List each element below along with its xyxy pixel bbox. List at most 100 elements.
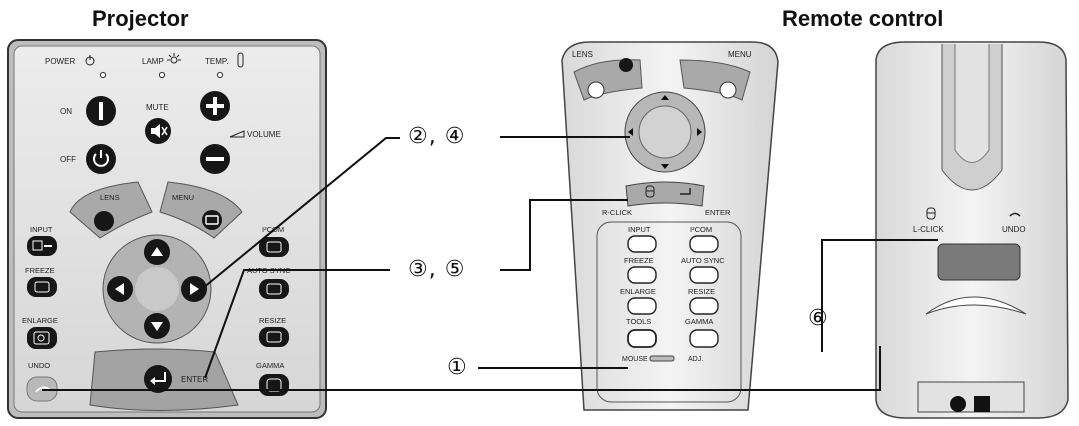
- undo-label: UNDO: [28, 361, 50, 370]
- power-led: [99, 71, 107, 79]
- remote-enlarge-label: ENLARGE: [620, 287, 656, 296]
- volume-down-button[interactable]: [200, 144, 230, 174]
- lens-button[interactable]: [94, 211, 114, 231]
- remote-gamma-button[interactable]: [689, 329, 719, 348]
- leader-line-3-5-remote: [500, 199, 628, 271]
- enlarge-button[interactable]: [27, 327, 57, 349]
- remote-freeze-label: FREEZE: [624, 256, 654, 265]
- remote-resize-button[interactable]: [689, 297, 719, 315]
- lamp-indicator-label: LAMP: [142, 57, 164, 66]
- arrow-up-icon: [151, 247, 163, 256]
- remote-arrow-down-icon: [661, 164, 669, 169]
- remote-ircom-button[interactable]: [689, 235, 719, 253]
- back-undo-label: UNDO: [1002, 225, 1026, 234]
- resize-label: RESIZE: [259, 316, 286, 325]
- gamma-button[interactable]: [259, 374, 289, 396]
- resize-button[interactable]: [259, 327, 289, 347]
- remote-enter-icon: [680, 188, 691, 195]
- leader-line-6: [821, 239, 938, 352]
- remote-arrow-right-icon: [697, 128, 702, 136]
- leader-line-2-4-projector: [202, 137, 400, 289]
- input-label: INPUT: [30, 225, 53, 234]
- remote-jack-round: [950, 396, 966, 412]
- mute-button[interactable]: [145, 118, 171, 144]
- remote-mouse-adj-switch[interactable]: [649, 355, 675, 362]
- remote-input-button[interactable]: [627, 235, 657, 253]
- mute-icon: [151, 124, 168, 138]
- volume-label: VOLUME: [247, 130, 281, 139]
- remote-gamma-label: GAMMA: [685, 317, 713, 326]
- back-mouse-icon: [926, 207, 936, 220]
- power-on-button[interactable]: [86, 96, 116, 126]
- remote-adj-label: ADJ.: [688, 356, 703, 363]
- lamp-icon: [167, 53, 181, 64]
- remote-dpad[interactable]: [624, 91, 706, 173]
- enlarge-label: ENLARGE: [22, 316, 58, 325]
- remote-back: L-CLICK UNDO: [875, 41, 1069, 419]
- remote-input-label: INPUT: [628, 225, 651, 234]
- enter-label: ENTER: [181, 375, 208, 384]
- remote-lens-button[interactable]: [587, 81, 605, 99]
- lclick-label: L-CLICK: [913, 225, 944, 234]
- leader-line-undo: [42, 346, 881, 391]
- remote-resize-label: RESIZE: [688, 287, 715, 296]
- enter-icon: [153, 372, 166, 382]
- power-indicator-label: POWER: [45, 57, 75, 66]
- menu-pad[interactable]: [159, 181, 243, 239]
- enter-button[interactable]: [144, 365, 172, 393]
- remote-arrow-left-icon: [628, 128, 633, 136]
- off-label: OFF: [60, 155, 76, 164]
- callout-6: ⑥: [808, 306, 829, 331]
- mouse-icon: [645, 185, 655, 198]
- remote-autosync-button[interactable]: [689, 266, 719, 284]
- projector-heading: Projector: [92, 6, 189, 31]
- remote-tools-button[interactable]: [627, 329, 657, 348]
- remote-menu-label: MENU: [728, 50, 752, 59]
- autosync-button[interactable]: [259, 279, 289, 299]
- remote-lens-label: LENS: [572, 50, 593, 59]
- gamma-label: GAMMA: [256, 361, 284, 370]
- remote-click-bar[interactable]: [625, 181, 705, 207]
- freeze-button[interactable]: [27, 277, 57, 297]
- leader-lines: [42, 136, 938, 391]
- temp-led: [216, 71, 224, 79]
- remote-autosync-label: AUTO SYNC: [681, 256, 725, 265]
- menu-button[interactable]: [202, 210, 222, 230]
- ircom-button[interactable]: [259, 237, 289, 257]
- callout-2-4: ②, ④: [408, 124, 466, 149]
- freeze-label: FREEZE: [25, 266, 55, 275]
- callout-3-5: ③, ⑤: [408, 257, 466, 282]
- remote-arrow-up-icon: [661, 95, 669, 100]
- remote-enter-label: ENTER: [705, 208, 731, 217]
- remote-front: LENS MENU R-CLICK ENTER INPUT I²COM FREE…: [561, 41, 779, 411]
- power-off-button[interactable]: [86, 144, 116, 174]
- leader-line-3-5-projector: [204, 269, 390, 379]
- projector-panel: POWER LAMP TEMP. ON MUTE: [7, 39, 327, 419]
- remote-jack-square: [974, 396, 990, 412]
- lamp-led: [158, 71, 166, 79]
- menu-label: MENU: [172, 193, 194, 202]
- input-button[interactable]: [27, 236, 57, 256]
- remote-mouse-label: MOUSE: [622, 356, 648, 363]
- remote-enlarge-button[interactable]: [627, 297, 657, 315]
- rclick-label: R-CLICK: [602, 208, 632, 217]
- projector-dpad[interactable]: [102, 234, 212, 344]
- lens-pad[interactable]: [69, 181, 153, 239]
- on-label: ON: [60, 107, 72, 116]
- arrow-down-icon: [151, 322, 163, 331]
- remote-tools-label: TOOLS: [626, 317, 651, 326]
- remote-ircom-label: I²COM: [690, 225, 712, 234]
- callout-1: ①: [447, 355, 468, 380]
- volume-icon: [229, 130, 245, 138]
- remote-freeze-button[interactable]: [627, 266, 657, 284]
- lclick-button[interactable]: [937, 243, 1021, 281]
- volume-up-button[interactable]: [200, 91, 230, 121]
- thermometer-icon: [237, 52, 244, 68]
- remote-lens-center-button[interactable]: [619, 58, 633, 72]
- lens-label: LENS: [100, 193, 120, 202]
- remote-battery-end: [917, 381, 1025, 413]
- lclick-button-guard: [925, 296, 1027, 315]
- remote-menu-button[interactable]: [719, 81, 737, 99]
